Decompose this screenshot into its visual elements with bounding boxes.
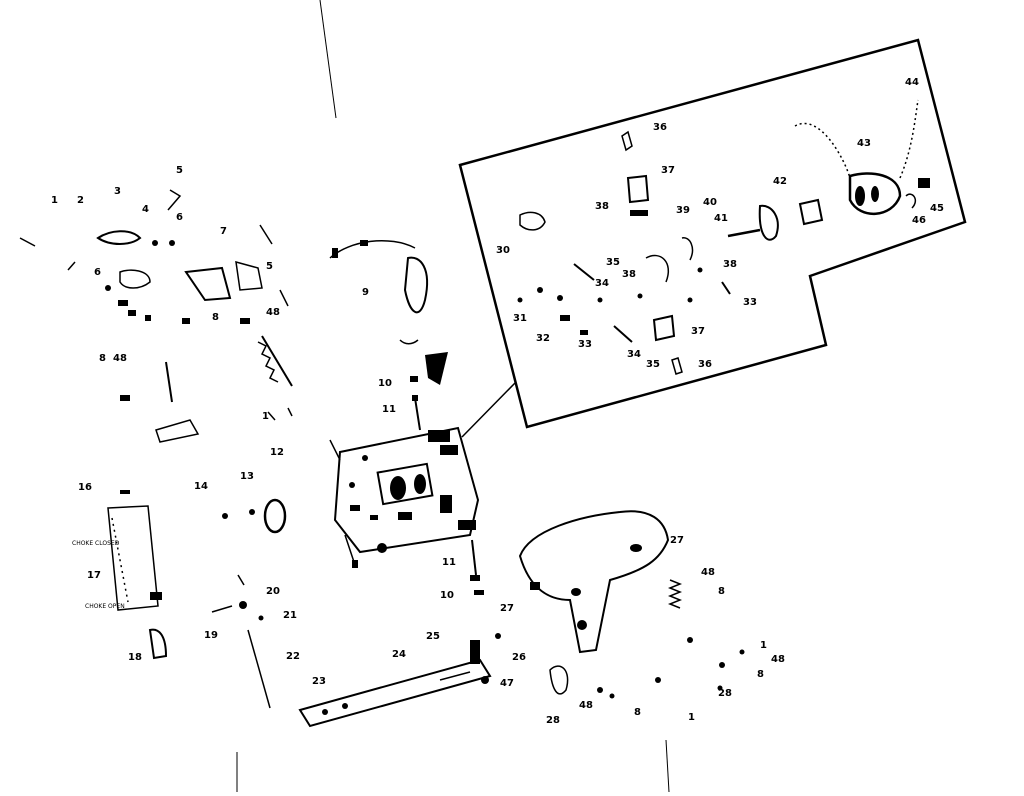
- part-label-29: 28: [718, 688, 732, 699]
- part-label-22: 22: [286, 651, 300, 662]
- part-label-33: 33: [578, 339, 592, 350]
- part-label-8: 8: [718, 586, 725, 597]
- scan-edge-line: [319, 0, 337, 119]
- part-label-25: 25: [426, 631, 440, 642]
- part-label-44: 44: [905, 77, 919, 88]
- governor-housing: [518, 510, 745, 699]
- part-label-28: 28: [546, 715, 560, 726]
- part-label-8: 8: [99, 353, 106, 364]
- part-label-6: 6: [94, 267, 101, 278]
- part-label-8: 8: [212, 312, 219, 323]
- part-label-43: 43: [857, 138, 871, 149]
- part-label-6: 6: [176, 212, 183, 223]
- part-label-17: 17: [87, 570, 101, 581]
- part-label-1: 1: [760, 640, 767, 651]
- part-label-1: 1: [262, 411, 269, 422]
- part-label-38: 38: [595, 201, 609, 212]
- part-label-19: 19: [204, 630, 218, 641]
- choke-dial-assembly: [107, 490, 287, 660]
- part-label-39: 39: [676, 205, 690, 216]
- part-label-8: 8: [757, 669, 764, 680]
- part-label-41: 41: [714, 213, 728, 224]
- carburetor-body: [329, 426, 480, 568]
- part-label-35: 35: [646, 359, 660, 370]
- part-label-3: 3: [114, 186, 121, 197]
- part-label-33: 33: [743, 297, 757, 308]
- part-label-21: 21: [283, 610, 297, 621]
- part-label-11: 11: [382, 404, 396, 415]
- part-label-46: 46: [912, 215, 926, 226]
- part-label-27: 27: [500, 603, 514, 614]
- part-label-48: 48: [266, 307, 280, 318]
- dial-bottom-text: CHOKE OPEN: [85, 603, 125, 610]
- part-label-36: 36: [698, 359, 712, 370]
- part-label-32: 32: [536, 333, 550, 344]
- part-label-45: 45: [930, 203, 944, 214]
- part-label-48: 48: [113, 353, 127, 364]
- inset-leader-line: [461, 382, 516, 438]
- part-label-11: 11: [442, 557, 456, 568]
- part-label-35: 35: [606, 257, 620, 268]
- part-label-2: 2: [77, 195, 84, 206]
- part-label-38: 38: [723, 259, 737, 270]
- part-label-30: 30: [496, 245, 510, 256]
- part-label-16: 16: [78, 482, 92, 493]
- part-label-20: 20: [266, 586, 280, 597]
- part-label-8: 8: [634, 707, 641, 718]
- part-label-18: 18: [128, 652, 142, 663]
- part-label-13: 13: [240, 471, 254, 482]
- part-label-1: 1: [51, 195, 58, 206]
- part-label-38: 38: [622, 269, 636, 280]
- inset-frame: [458, 38, 967, 429]
- part-label-31: 31: [513, 313, 527, 324]
- part-label-9: 9: [362, 287, 369, 298]
- part-label-47: 47: [500, 678, 514, 689]
- part-label-36: 36: [653, 122, 667, 133]
- part-label-34: 34: [627, 349, 641, 360]
- inset-parts: [517, 99, 930, 375]
- part-label-37: 37: [661, 165, 675, 176]
- part-label-1: 1: [688, 712, 695, 723]
- part-label-23: 23: [312, 676, 326, 687]
- scan-edge-line: [665, 739, 670, 793]
- part-label-24: 24: [392, 649, 406, 660]
- lower-linkage: [247, 629, 501, 728]
- part-label-4: 4: [142, 204, 149, 215]
- part-label-37: 37: [691, 326, 705, 337]
- part-label-5: 5: [176, 165, 183, 176]
- part-label-7: 7: [220, 226, 227, 237]
- part-label-40: 40: [703, 197, 717, 208]
- part-label-27: 27: [670, 535, 684, 546]
- float-parts: [329, 239, 484, 595]
- part-label-10: 10: [440, 590, 454, 601]
- part-label-48: 48: [771, 654, 785, 665]
- part-label-5: 5: [266, 261, 273, 272]
- part-label-34: 34: [595, 278, 609, 289]
- upper-left-parts: [19, 189, 293, 443]
- part-label-10: 10: [378, 378, 392, 389]
- part-label-48: 48: [579, 700, 593, 711]
- part-label-26: 26: [512, 652, 526, 663]
- part-label-12: 12: [270, 447, 284, 458]
- part-label-14: 14: [194, 481, 208, 492]
- dial-top-text: CHOKE CLOSED: [72, 540, 120, 547]
- part-label-42: 42: [773, 176, 787, 187]
- part-label-48: 48: [701, 567, 715, 578]
